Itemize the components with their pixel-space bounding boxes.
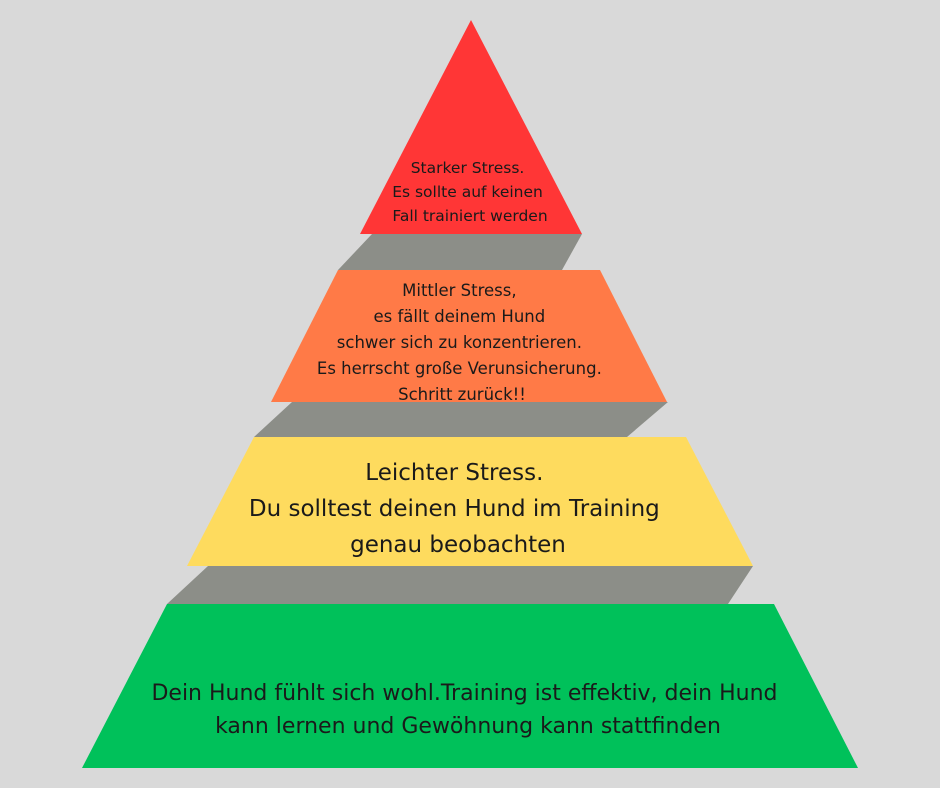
lower-middle-level-line: Leichter Stress. — [365, 460, 543, 486]
connector-band-top — [338, 234, 582, 270]
upper-middle-level-line: es fällt deinem Hund — [374, 307, 546, 326]
base-level-line: Dein Hund fühlt sich wohl.Training ist e… — [151, 681, 777, 706]
pyramid-level-top — [360, 20, 582, 234]
top-level-text: Starker Stress. Es sollte auf keinen Fal… — [392, 159, 548, 225]
lower-middle-level-line: genau beobachten — [350, 532, 566, 558]
pyramid-level-lower-middle — [187, 437, 753, 566]
top-level-line: Es sollte auf keinen — [392, 183, 543, 201]
base-level-text: Dein Hund fühlt sich wohl.Training ist e… — [151, 681, 784, 739]
pyramid-level-upper-middle — [271, 270, 667, 402]
top-level-line: Fall trainiert werden — [392, 207, 547, 225]
upper-middle-level-text: Mittler Stress, es fällt deinem Hund sch… — [317, 281, 607, 404]
base-level-line: kann lernen und Gewöhnung kann stattfind… — [215, 714, 721, 739]
upper-middle-level-line: Mittler Stress, — [402, 281, 516, 300]
pyramid-level-base — [82, 604, 858, 768]
upper-middle-level-line: Schritt zurück!! — [398, 385, 526, 404]
connector-band-bottom — [167, 566, 753, 604]
connector-band-middle — [254, 402, 668, 437]
lower-middle-level-text: Leichter Stress. Du solltest deinen Hund… — [249, 460, 667, 558]
lower-middle-level-line: Du solltest deinen Hund im Training — [249, 496, 660, 522]
upper-middle-level-line: Es herrscht große Verunsicherung. — [317, 359, 602, 378]
top-level-line: Starker Stress. — [411, 159, 525, 177]
upper-middle-level-line: schwer sich zu konzentrieren. — [337, 333, 582, 352]
